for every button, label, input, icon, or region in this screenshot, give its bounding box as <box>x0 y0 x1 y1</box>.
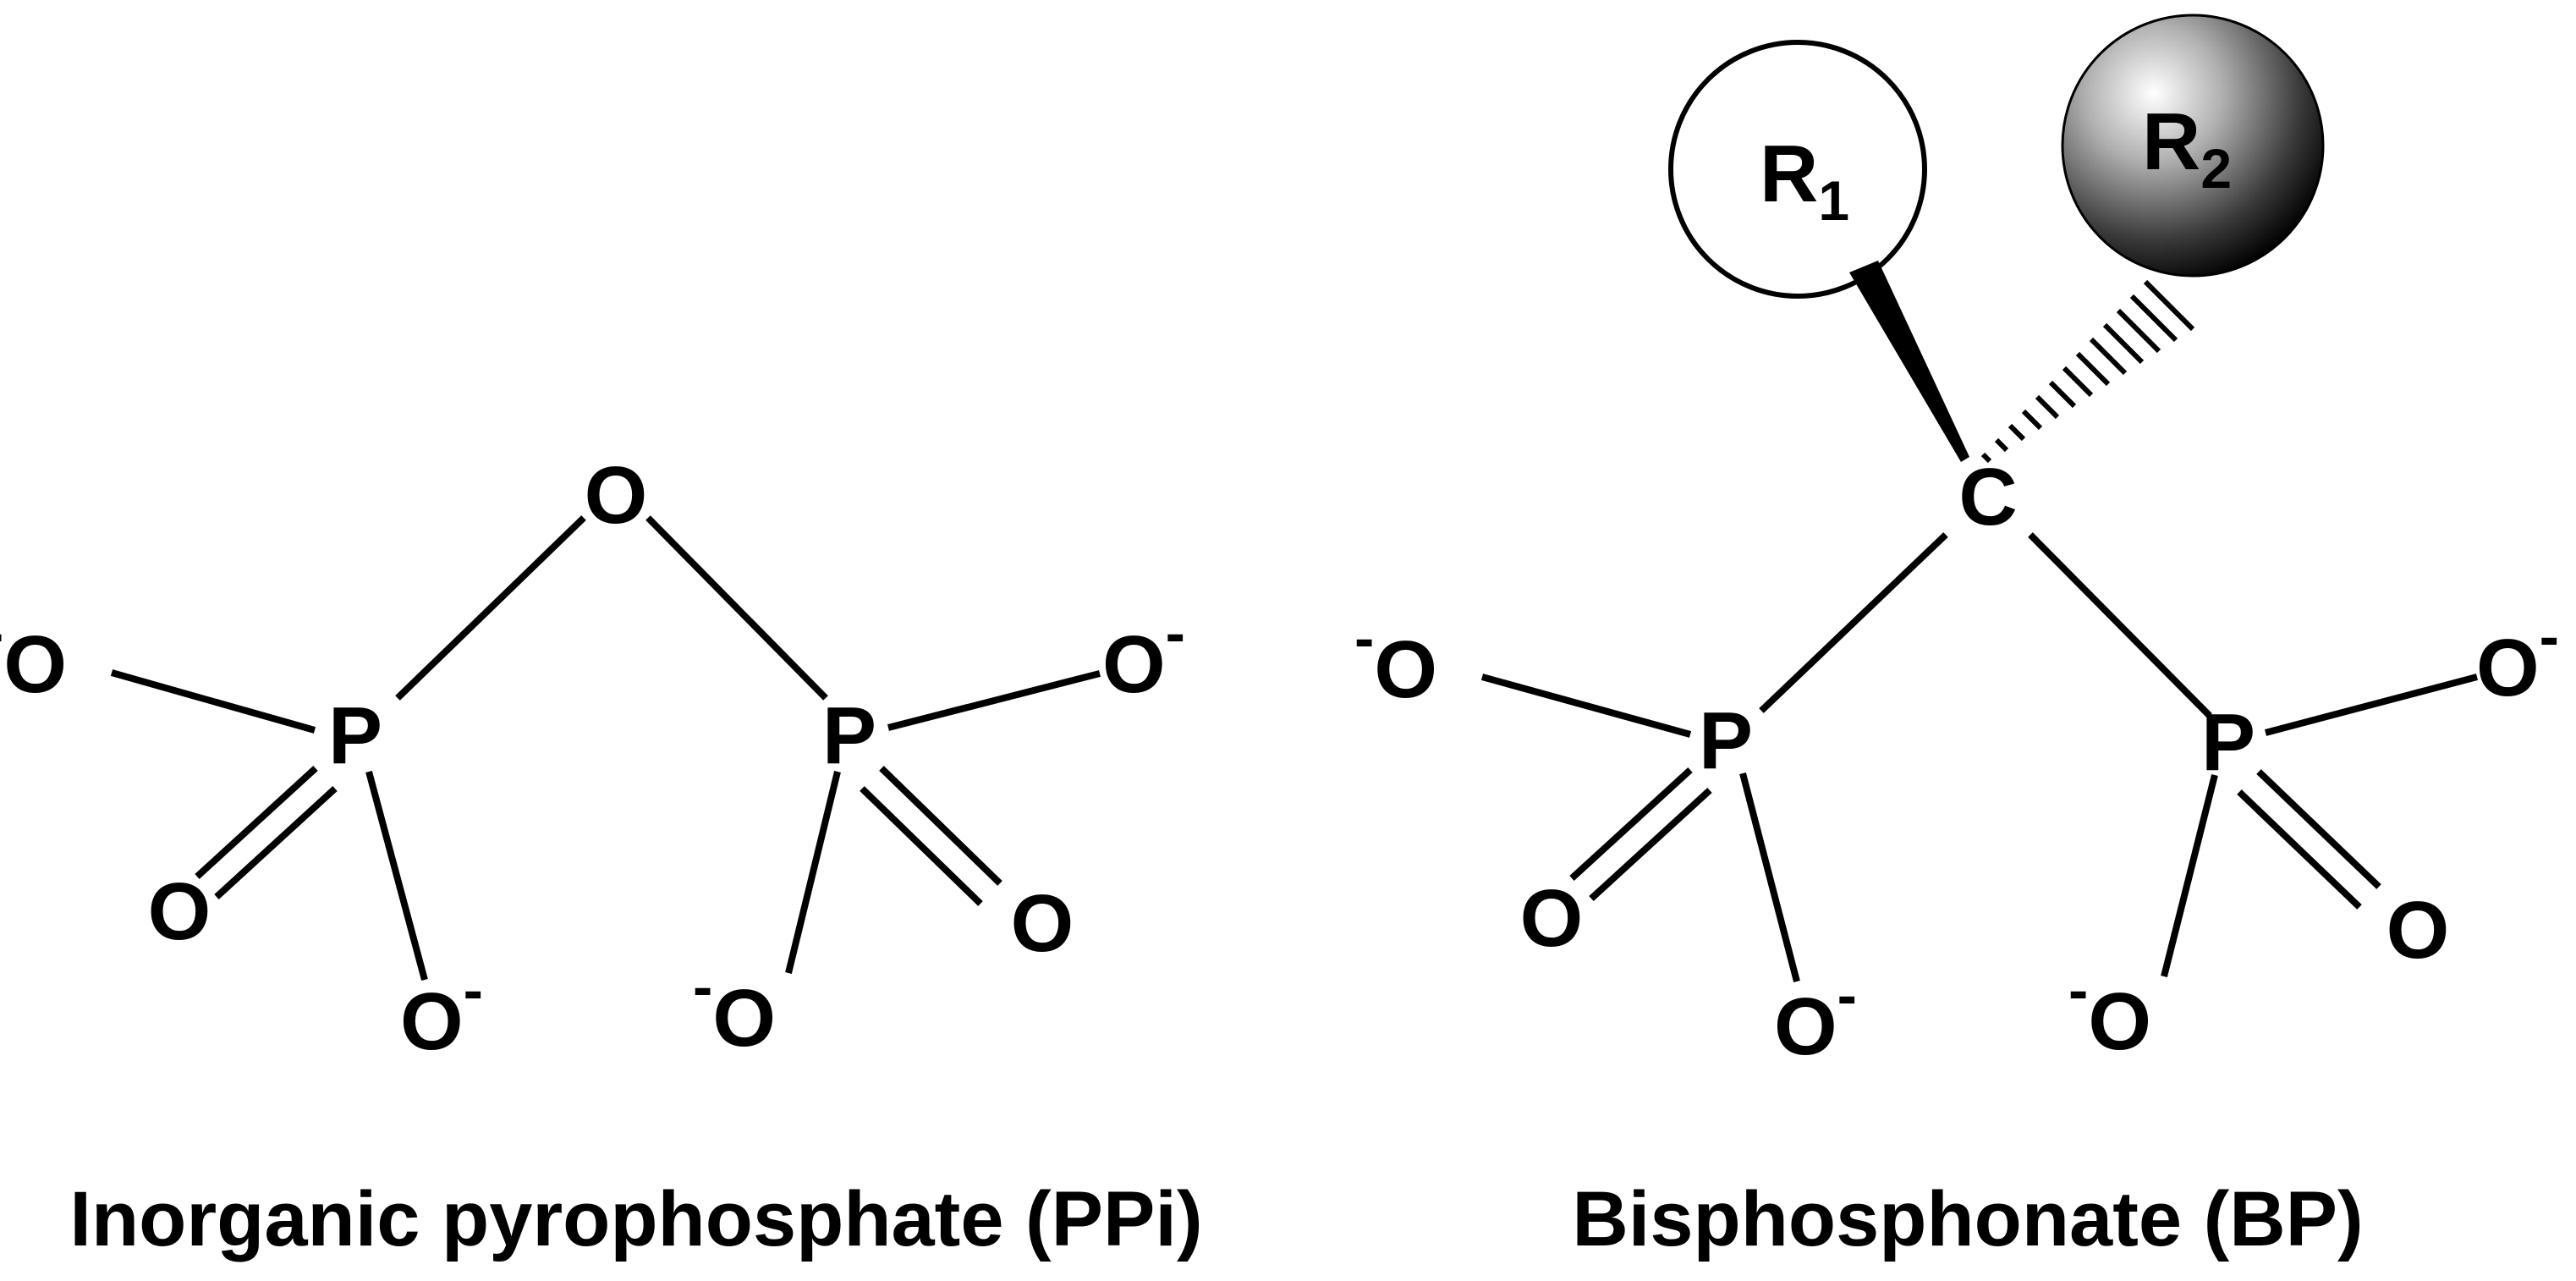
pyrophosphate-structure: P O P -O O O- -O O O- Inorganic pyrophos… <box>0 450 1203 1262</box>
atom-o-bottom-p4-charged-bp: -O <box>2068 957 2151 1067</box>
bond-p2-o-double-b <box>860 786 983 906</box>
bond-p1-o-double-a <box>195 766 318 879</box>
r1-circle <box>1668 40 1927 299</box>
oxygen-symbol: O <box>712 973 776 1064</box>
atom-o-bottom-charged: O- <box>400 957 483 1067</box>
bond-p2-o-double-a <box>879 766 1002 886</box>
atom-o-double-left: O <box>148 866 211 957</box>
caption-bisphosphonate: Bisphosphonate (BP) <box>1572 1176 2363 1262</box>
bond-p2-o-right <box>887 670 1101 731</box>
bond-p1-o-bottom <box>365 770 428 981</box>
atom-o-left-charged-bp: -O <box>1354 605 1437 715</box>
r1-label: R1 <box>1760 129 1849 232</box>
oxygen-symbol: O <box>400 976 464 1067</box>
atom-o-double-right: O <box>1011 878 1074 969</box>
bisphosphonate-structure: R1 R2 <box>1354 14 2559 1262</box>
bond-c-p3 <box>1759 532 1948 713</box>
atom-c: C <box>1958 452 2017 542</box>
bond-p4-o-double-b <box>2237 789 2362 910</box>
oxygen-symbol: O <box>2088 976 2151 1067</box>
bond-p3-o-double-b <box>1589 788 1712 901</box>
bond-p1-o-double-b <box>214 786 338 899</box>
atom-o-bottom-charged-bp: O- <box>1774 962 1857 1072</box>
oxygen-symbol: O <box>1374 624 1437 715</box>
atom-o-double-left-bp: O <box>1520 873 1584 964</box>
r2-letter: R <box>2142 96 2200 187</box>
caption-pyrophosphate: Inorganic pyrophosphate (PPi) <box>69 1176 1202 1262</box>
bond-p3-o-bottom <box>1739 772 1800 983</box>
atom-o-bottom-p2-charged: -O <box>693 954 776 1064</box>
negative-charge: - <box>1166 600 1185 666</box>
bond-p3-o-left <box>1480 673 1692 738</box>
wedge-bond-r1 <box>1849 261 1969 462</box>
oxygen-symbol: O <box>1102 619 1166 710</box>
atom-p2: P <box>822 690 876 781</box>
bond-c-p4 <box>2028 532 2212 718</box>
atom-p3: P <box>1699 695 1753 786</box>
negative-charge: - <box>1354 605 1374 671</box>
atom-o-right-charged-bp: O- <box>2476 603 2559 713</box>
r1-letter: R <box>1760 129 1818 219</box>
negative-charge: - <box>0 600 3 666</box>
negative-charge: - <box>693 954 712 1020</box>
atom-o-bridge: O <box>585 450 648 541</box>
atom-p1: P <box>328 690 382 781</box>
negative-charge: - <box>2068 957 2088 1023</box>
r1-subscript: 1 <box>1818 169 1849 232</box>
r2-subscript: 2 <box>2200 137 2232 200</box>
bond-p1-o-left <box>110 669 316 734</box>
atom-o-double-right-bp: O <box>2387 885 2450 976</box>
bond-p4-o-bottom <box>2161 774 2218 977</box>
r2-label: R2 <box>2142 96 2232 200</box>
bond-p3-o-double-a <box>1569 767 1693 881</box>
bond-p2-o-bottom <box>785 771 841 974</box>
oxygen-symbol: O <box>3 619 67 710</box>
hashed-bond-r2 <box>1980 279 2195 464</box>
bond-p4-o-double-a <box>2256 769 2381 889</box>
negative-charge: - <box>2540 603 2559 669</box>
oxygen-symbol: O <box>2476 623 2540 713</box>
bond-o-bridge-p2 <box>645 515 828 701</box>
negative-charge: - <box>464 957 483 1023</box>
atom-o-left-charged: -O <box>0 600 67 710</box>
oxygen-symbol: O <box>1774 981 1837 1072</box>
atom-p4: P <box>2201 697 2255 788</box>
bond-p1-o-bridge <box>395 515 586 701</box>
bond-p4-o-right <box>2264 673 2479 736</box>
negative-charge: - <box>1837 962 1857 1028</box>
r2-sphere <box>2061 14 2325 278</box>
atom-o-right-charged: O- <box>1102 600 1185 710</box>
